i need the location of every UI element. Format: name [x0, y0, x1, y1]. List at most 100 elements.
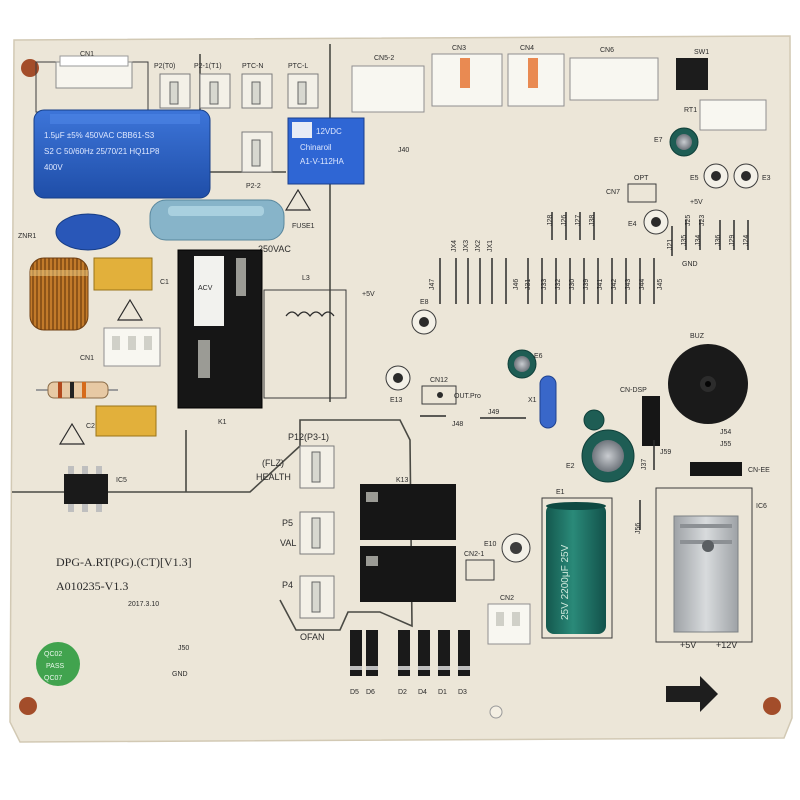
svg-text:J33: J33: [541, 279, 548, 290]
hazard-icon-3: [284, 188, 312, 211]
svg-text:J31: J31: [525, 279, 532, 290]
svg-text:C2: C2: [86, 423, 95, 430]
sw1-button: SW1: [676, 49, 709, 90]
svg-text:J41: J41: [597, 279, 604, 290]
svg-text:J34: J34: [695, 235, 702, 246]
electrolytic-e2: E2: [566, 429, 635, 483]
crystal-x1: X1: [528, 375, 557, 429]
svg-text:QC07: QC07: [44, 675, 62, 682]
svg-text:J21: J21: [667, 239, 674, 250]
label-gnd-right: GND: [682, 261, 698, 268]
svg-text:J36: J36: [715, 235, 722, 246]
outline-l3: [263, 289, 347, 399]
label-j54: J54: [720, 429, 731, 436]
inductor-copper: [29, 257, 89, 331]
svg-text:J43: J43: [625, 279, 632, 290]
svg-text:J44: J44: [639, 279, 646, 290]
electrolytic-small: [583, 409, 605, 431]
svg-text:CN1: CN1: [80, 355, 94, 362]
svg-text:PTC-L: PTC-L: [288, 63, 308, 70]
label-cn1-top: CN1: [80, 51, 94, 58]
svg-text:J32: J32: [555, 279, 562, 290]
svg-text:J30: J30: [569, 279, 576, 290]
electrolytic-e7: E7: [654, 127, 699, 157]
hazard-icon-2: [58, 422, 86, 445]
svg-text:CN12: CN12: [430, 377, 448, 384]
svg-text:PTC-N: PTC-N: [242, 63, 263, 70]
header-p2-t0: P2(T0): [154, 63, 191, 109]
svg-text:J39: J39: [583, 279, 590, 290]
mounting-hole-mid: [489, 705, 503, 719]
svg-text:E13: E13: [390, 397, 403, 404]
hazard-icon-1: [116, 298, 144, 321]
electrolytic-e6: E6: [507, 349, 543, 379]
svg-text:J23: J23: [699, 215, 706, 226]
svg-text:E8: E8: [420, 299, 429, 306]
svg-text:J42: J42: [611, 279, 618, 290]
electrolytic-e4: E4: [628, 209, 669, 235]
cn12-connector: CN12 OUT.Pro: [421, 377, 481, 405]
svg-text:OUT.Pro: OUT.Pro: [454, 393, 481, 400]
svg-text:J27: J27: [575, 215, 582, 226]
svg-text:D3: D3: [458, 689, 467, 696]
relay-blue: 12VDC Chinaroil A1-V-112HA J40: [287, 117, 409, 185]
svg-text:CN-EE: CN-EE: [748, 467, 770, 474]
svg-text:J26: J26: [561, 215, 568, 226]
svg-text:E10: E10: [484, 541, 497, 548]
svg-text:D1: D1: [438, 689, 447, 696]
cn-ee-header: CN-EE: [690, 462, 770, 476]
relay-k13-a: K13: [360, 477, 456, 540]
cn4-connector: CN4: [507, 45, 565, 107]
svg-text:C1: C1: [160, 279, 169, 286]
board-model: DPG-A.RT(PG).(CT)[V1.3]: [56, 555, 192, 569]
label-l3: L3: [302, 275, 310, 282]
svg-text:S2 C 50/60Hz 25/70/21 HQ11P8: S2 C 50/60Hz 25/70/21 HQ11P8: [44, 147, 160, 156]
cn3-connector: CN3: [431, 45, 503, 107]
svg-text:J35: J35: [681, 235, 688, 246]
y-capacitor-c1: C1: [93, 257, 169, 291]
relay-k1: ACV K1: [177, 249, 263, 426]
svg-text:CN-DSP: CN-DSP: [620, 387, 647, 394]
svg-text:BUZ: BUZ: [690, 333, 705, 340]
opt-box: [627, 183, 657, 203]
svg-text:J47: J47: [429, 279, 436, 290]
ic5-chip: IC5: [64, 466, 127, 512]
cn7-connector: RT1: [684, 99, 767, 131]
svg-text:PASS: PASS: [46, 663, 64, 670]
electrolytic-e8: E8: [411, 299, 437, 335]
header-p2-1-t1: P2-1(T1): [194, 63, 231, 109]
label-plus5v-mid: +5V: [362, 291, 375, 298]
svg-text:OFAN: OFAN: [300, 632, 325, 642]
svg-text:CN5-2: CN5-2: [374, 55, 394, 62]
svg-text:IC6: IC6: [756, 503, 767, 510]
label-plus5v-right: +5V: [690, 199, 703, 206]
svg-text:J38: J38: [589, 215, 596, 226]
mounting-hole-bl: [19, 697, 37, 715]
diode-row: D5 D6 D2 D4 D1 D3: [350, 630, 470, 696]
film-capacitor: 1.5μF ±5% 450VAC CBB61-S3 S2 C 50/60Hz 2…: [33, 109, 211, 199]
svg-text:HEALTH: HEALTH: [256, 472, 291, 482]
svg-text:25V 2200μF 25V: 25V 2200μF 25V: [560, 544, 571, 620]
label-j37: J37: [641, 459, 648, 470]
svg-text:E5: E5: [690, 175, 699, 182]
label-voltage: 250VAC: [258, 244, 291, 254]
jumper-array-top: J28 J26 J27 J38 J35 J34 J36 J29 J24 J21 …: [547, 212, 750, 256]
svg-text:JX2: JX2: [475, 240, 482, 252]
svg-text:JX4: JX4: [451, 240, 458, 252]
svg-text:QC02: QC02: [44, 651, 62, 658]
cn-dsp-header: CN-DSP: [620, 387, 660, 446]
svg-text:D5: D5: [350, 689, 359, 696]
svg-text:CN6: CN6: [600, 47, 614, 54]
label-j55: J55: [720, 441, 731, 448]
svg-text:+5V: +5V: [680, 640, 696, 650]
svg-text:JX3: JX3: [463, 240, 470, 252]
header-p2-2: P2-2: [241, 131, 273, 190]
cn2-connector: CN2: [487, 595, 531, 645]
svg-text:E7: E7: [654, 137, 663, 144]
label-j59: J59: [660, 449, 671, 456]
label-j50: J50: [178, 645, 189, 652]
buzzer: BUZ: [668, 333, 748, 424]
svg-text:IC5: IC5: [116, 477, 127, 484]
